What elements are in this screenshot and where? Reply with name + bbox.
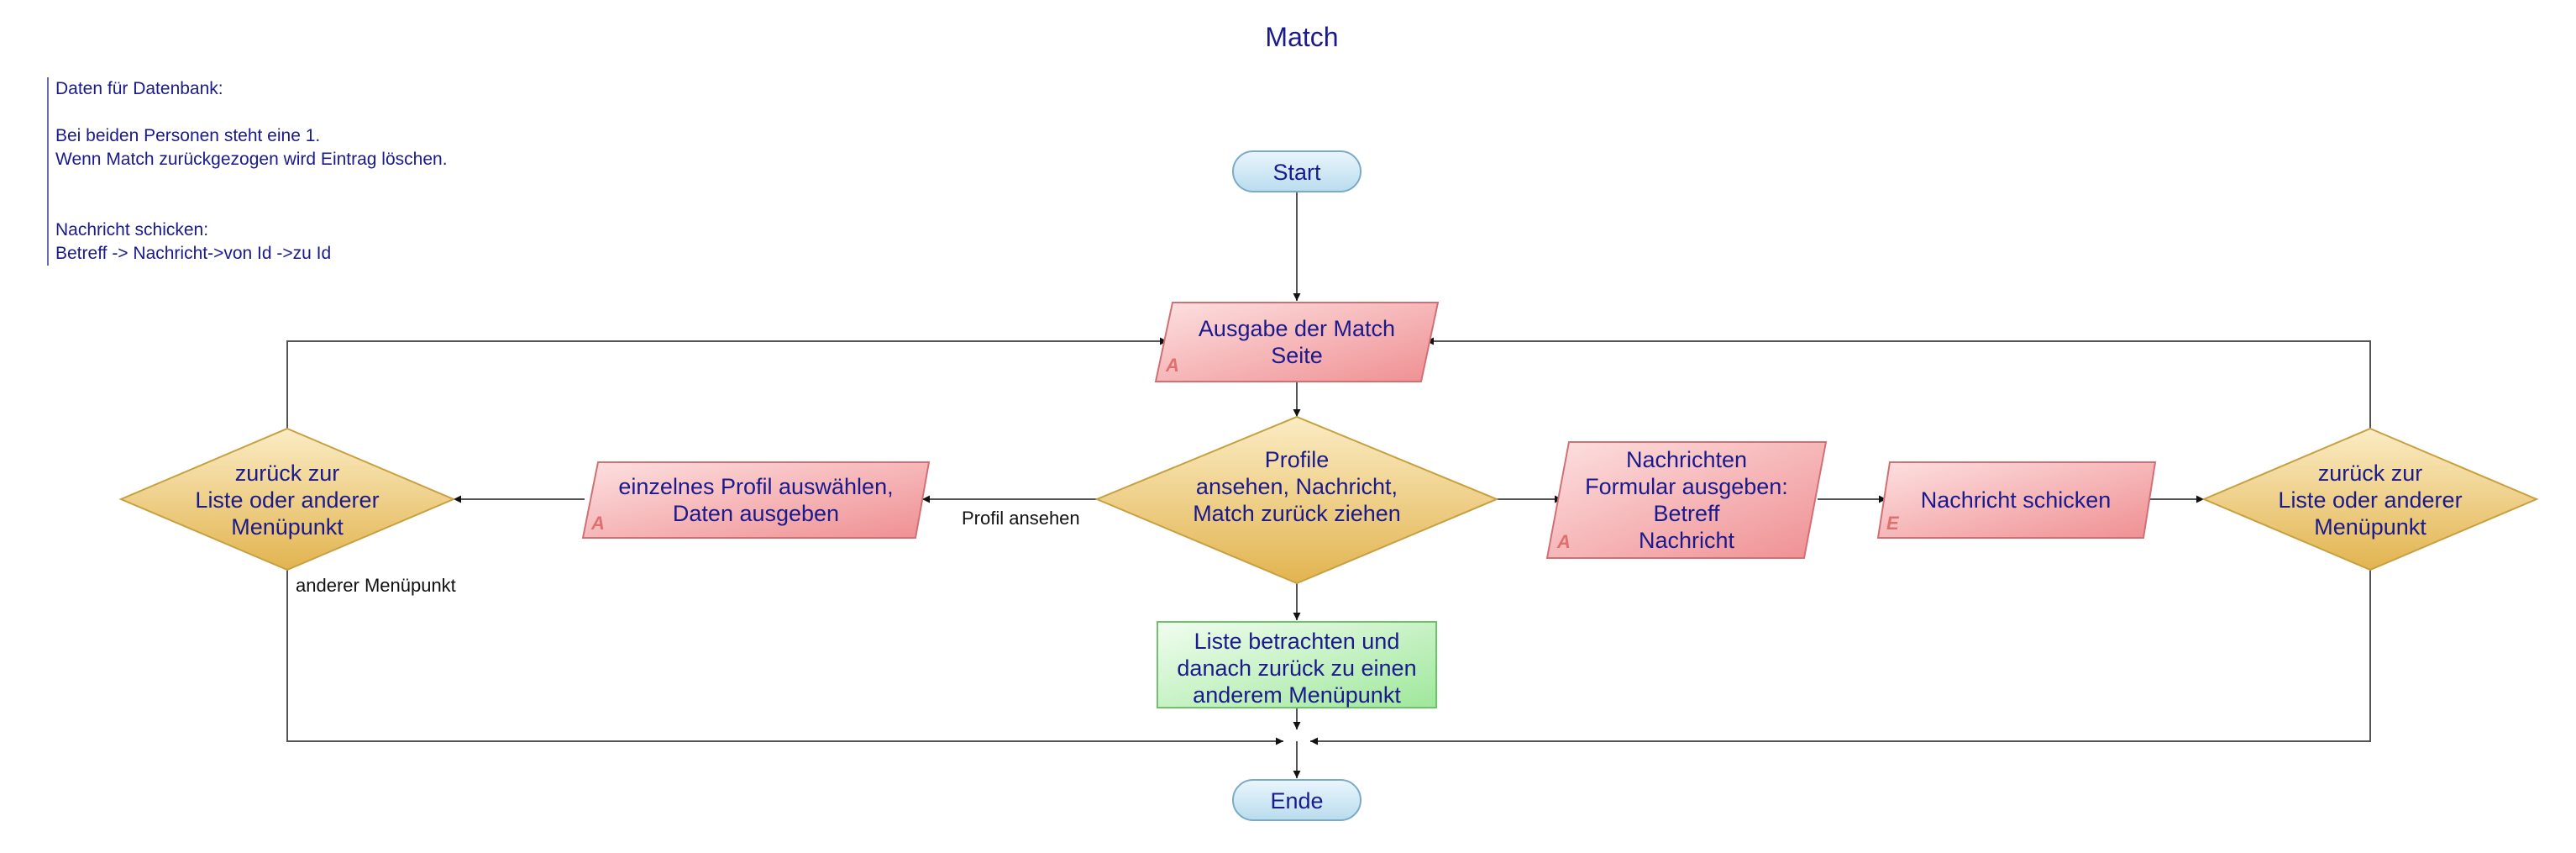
node-ausgabe-label-1: Ausgabe der Match (1199, 316, 1395, 341)
node-start-label: Start (1272, 160, 1321, 185)
edge-zurueck-right-loop (1426, 337, 2371, 429)
database-note: Daten für Datenbank: Bei beiden Personen… (47, 77, 685, 266)
edge-zurueck-right-to-ende (1310, 570, 2371, 745)
node-zurueck-right-label-2: Liste oder anderer (2278, 487, 2462, 513)
node-ausgabe-label-2: Seite (1271, 343, 1323, 368)
note-line: Wenn Match zurückgezogen wird Eintrag lö… (55, 150, 448, 169)
diagram-title: Match (1265, 22, 1339, 52)
io-marker: A (1556, 531, 1571, 552)
node-einzelnes-label-2: Daten ausgeben (673, 501, 839, 526)
io-marker: E (1886, 513, 1900, 534)
node-start: Start (1232, 150, 1361, 192)
node-ende: Ende (1232, 779, 1361, 821)
node-liste-label-1: Liste betrachten und (1194, 629, 1400, 654)
node-zurueck-right-label-1: zurück zur (2318, 461, 2423, 486)
node-liste-label-2: danach zurück zu einen (1177, 656, 1416, 681)
node-ende-label: Ende (1270, 788, 1323, 814)
node-schicken-label: Nachricht schicken (1921, 487, 2112, 513)
node-zurueck-left-label-3: Menüpunkt (231, 514, 344, 540)
io-marker: A (1165, 355, 1179, 376)
node-zurueck-left-label-2: Liste oder anderer (195, 487, 379, 513)
io-marker: A (590, 513, 605, 534)
node-profile-label-3: Match zurück ziehen (1193, 501, 1401, 526)
node-nachrichten-formular: A Nachrichten Formular ausgeben: Betreff… (1545, 441, 1828, 559)
node-liste-label-3: anderem Menüpunkt (1193, 682, 1401, 708)
node-einzelnes-profil: A einzelnes Profil auswählen, Daten ausg… (581, 461, 931, 539)
node-zurueck-left-label-1: zurück zur (235, 461, 340, 486)
note-line: Nachricht schicken: (55, 220, 209, 240)
edge-label-profil-ansehen: Profil ansehen (962, 508, 1080, 529)
node-zurueck-left-decision: zurück zur Liste oder anderer Menüpunkt (118, 427, 456, 571)
node-liste-betrachten: Liste betrachten und danach zurück zu ei… (1157, 621, 1437, 708)
node-profile-label-1: Profile (1265, 447, 1330, 472)
node-profile-decision: Profile ansehen, Nachricht, Match zurück… (1094, 415, 1499, 585)
note-line: Betreff -> Nachricht->von Id ->zu Id (55, 244, 332, 263)
note-line: Bei beiden Personen steht eine 1. (55, 126, 321, 145)
note-line: Daten für Datenbank: (55, 79, 223, 98)
node-profile-label-2: ansehen, Nachricht, (1196, 474, 1398, 499)
edge-label-anderer-menuepunkt: anderer Menüpunkt (296, 575, 456, 596)
node-zurueck-right-label-3: Menüpunkt (2314, 514, 2426, 540)
node-nachricht-schicken: E Nachricht schicken (1876, 461, 2157, 539)
edge-zurueck-left-loop (286, 337, 1167, 429)
node-einzelnes-label-1: einzelnes Profil auswählen, (618, 474, 893, 499)
node-ausgabe-match-seite: A Ausgabe der Match Seite (1154, 302, 1440, 382)
node-zurueck-right-decision: zurück zur Liste oder anderer Menüpunkt (2201, 427, 2539, 571)
node-formular-label-1: Nachrichten (1626, 447, 1747, 472)
node-formular-label-4: Nachricht (1639, 528, 1735, 553)
node-formular-label-2: Formular ausgeben: (1585, 474, 1788, 499)
node-formular-label-3: Betreff (1653, 501, 1720, 526)
edge-zurueck-left-to-ende (286, 570, 1283, 745)
